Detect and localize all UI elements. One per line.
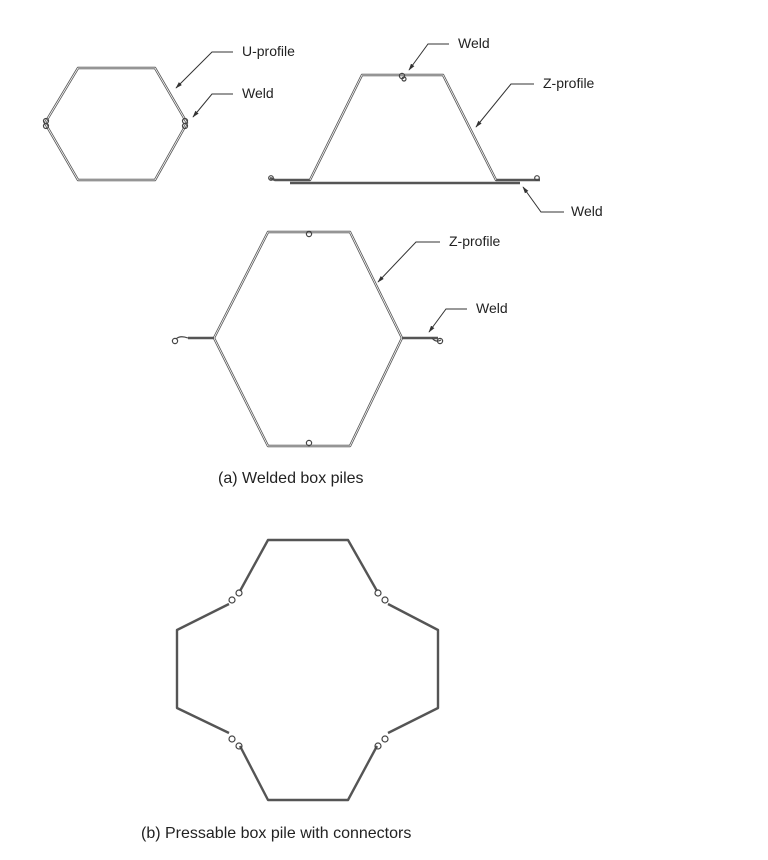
connector-bottom-left (228, 735, 243, 750)
z-weld-top-label: Weld (458, 35, 490, 51)
z-profile-leader (475, 83, 534, 128)
u-profile-label: U-profile (242, 43, 295, 59)
interlock-left (171, 336, 189, 345)
z-profile-label: Z-profile (543, 75, 595, 91)
weld-knot-right (181, 117, 189, 130)
weld-knot-plate-right (534, 175, 540, 181)
connector-top-right (374, 589, 389, 604)
weld-knot-plate-left (268, 175, 274, 181)
z-weld-bottom-label: Weld (571, 203, 603, 219)
z-box-weld-leader (428, 308, 467, 333)
caption-a: (a) Welded box piles (218, 470, 364, 487)
z-profile-box-pile (171, 230, 467, 448)
weld-knot-top (398, 72, 407, 82)
z-profile-pair (268, 43, 564, 213)
pressable-box-pile (175, 538, 440, 802)
u-weld-label: Weld (242, 85, 274, 101)
weld-knot-left (42, 117, 50, 130)
z-box-profile-leader (377, 241, 440, 283)
weld-knot-bottom (305, 439, 313, 447)
z-weld-top-leader (408, 43, 449, 71)
connector-top-left (228, 589, 243, 604)
z-weld-bottom-leader (522, 186, 564, 213)
u-profile-box-pile (42, 51, 233, 182)
weld-knot-top (305, 230, 313, 238)
z-box-weld-label: Weld (476, 300, 508, 316)
caption-b: (b) Pressable box pile with connectors (141, 825, 411, 842)
u-weld-leader (192, 93, 233, 118)
z-box-profile-label: Z-profile (449, 233, 501, 249)
u-profile-leader (175, 51, 233, 89)
interlock-right (431, 337, 444, 345)
connector-bottom-right (374, 735, 389, 750)
